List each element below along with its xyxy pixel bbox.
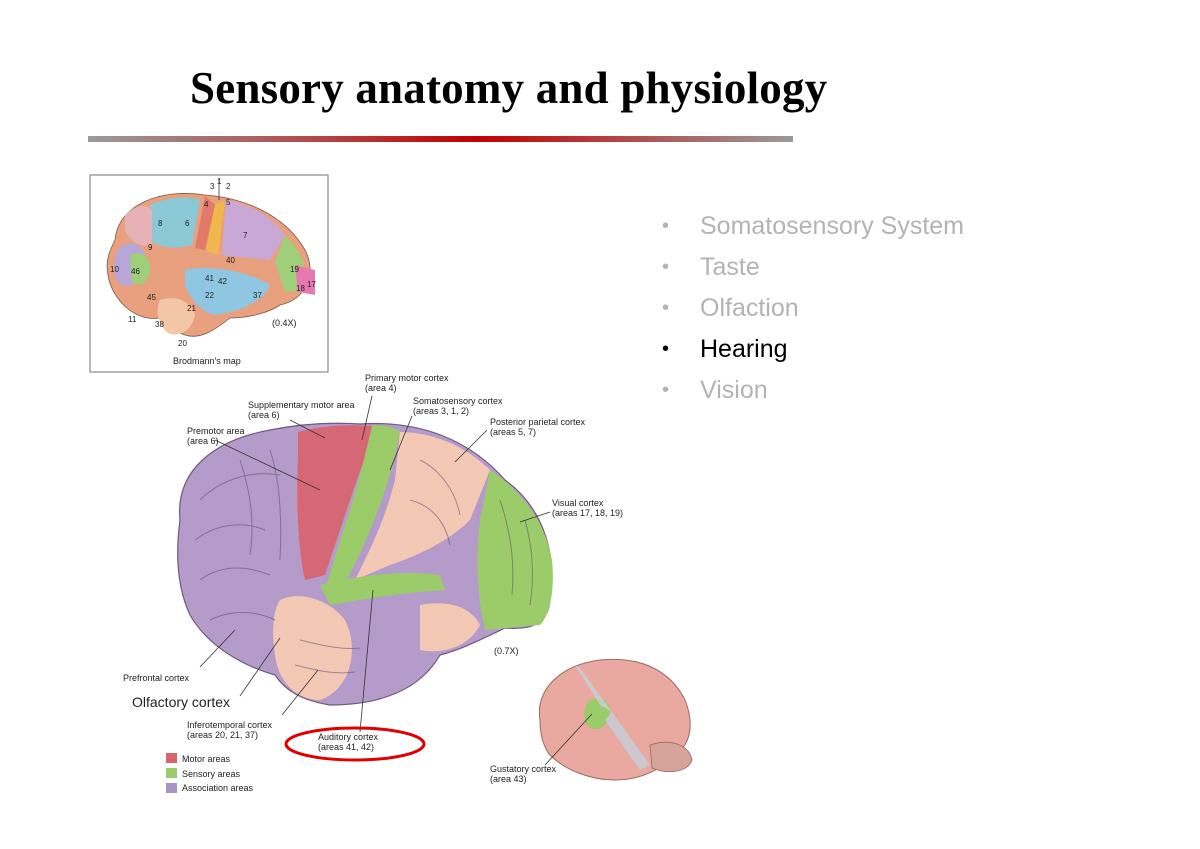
gyri-lines: [194, 449, 533, 674]
motor-area: [297, 425, 372, 580]
area-number: 7: [243, 231, 248, 240]
temporal-area: [420, 603, 480, 652]
area-number: 10: [110, 265, 119, 274]
label-auditory: Auditory cortex: [318, 732, 379, 742]
topic-item-taste: • Taste: [662, 247, 964, 288]
area-number: 40: [226, 256, 235, 265]
area-number: 38: [155, 320, 164, 329]
bullet-icon: •: [662, 215, 670, 237]
label-gustatory-area: (area 43): [490, 774, 527, 784]
area-number: 6: [185, 219, 190, 228]
area-6-8-patch: [150, 197, 200, 248]
label-inferotemporal-areas: (areas 20, 21, 37): [187, 730, 258, 740]
parietal-area: [355, 432, 490, 580]
label-visual: Visual cortex: [552, 498, 604, 508]
bullet-icon: •: [662, 297, 670, 319]
main-brain: (0.7X): [177, 422, 553, 706]
topic-list: •Somatosensory System •Taste •Olfaction …: [662, 206, 964, 411]
area-number: 21: [187, 304, 196, 313]
area-3-1-2-patch: [206, 200, 225, 255]
somatosensory-area: [325, 425, 400, 590]
label-auditory-areas: (areas 41, 42): [318, 742, 374, 752]
bullet-icon: •: [662, 256, 670, 278]
area-number: 11: [128, 315, 137, 324]
inset-magnification: (0.4X): [272, 318, 297, 328]
topic-label: Hearing: [700, 335, 788, 363]
topic-item-vision: • Vision: [662, 370, 964, 411]
legend-label-sensory: Sensory areas: [182, 769, 241, 779]
label-posterior-parietal: Posterior parietal cortex: [490, 417, 586, 427]
topic-item-somatosensory: • Somatosensory System: [662, 206, 964, 247]
area-21-patch: [157, 298, 195, 335]
label-posterior-parietal-areas: (areas 5, 7): [490, 427, 536, 437]
topic-label: Olfaction: [700, 294, 799, 322]
area-number: 37: [253, 291, 262, 300]
title-divider: [88, 136, 793, 142]
bullet-icon: •: [662, 338, 670, 360]
area-17-18-patch: [295, 265, 315, 295]
legend-label-association: Association areas: [182, 783, 254, 793]
area-number: 8: [158, 219, 163, 228]
area-number: 9: [148, 243, 153, 252]
auditory-area: [320, 573, 445, 605]
cerebellum: [649, 741, 693, 773]
area-number: 4: [204, 200, 209, 209]
area-46-patch: [130, 253, 150, 285]
label-somatosensory-areas: (areas 3, 1, 2): [413, 406, 469, 416]
cut-plane: [575, 665, 612, 712]
topic-label: Somatosensory System: [700, 212, 964, 240]
area-5-7-patch: [222, 200, 285, 260]
label-supplementary-motor: Supplementary motor area: [248, 400, 355, 410]
gustatory-brain: [538, 658, 693, 781]
label-somatosensory: Somatosensory cortex: [413, 396, 503, 406]
legend: Motor areas Sensory areas Association ar…: [166, 753, 254, 793]
label-premotor-area: (area 6): [187, 436, 219, 446]
label-gustatory: Gustatory cortex: [490, 764, 557, 774]
inset-caption: Brodmann's map: [173, 356, 241, 366]
brodmann-map-inset: 3 1 2 4 5 6 7 8 9 10 46 40 41 42 22 45 3…: [89, 174, 329, 373]
area-number: 5: [226, 198, 231, 207]
area-number: 41: [205, 274, 214, 283]
legend-label-motor: Motor areas: [182, 754, 231, 764]
area-9-patch: [125, 205, 152, 246]
area-22-37-patch: [185, 268, 270, 315]
label-primary-motor-area: (area 4): [365, 383, 397, 393]
legend-swatch-motor: [166, 753, 177, 763]
visual-area: [477, 470, 553, 630]
topic-label: Vision: [700, 376, 768, 404]
area-number: 42: [218, 277, 227, 286]
slide-title: Sensory anatomy and physiology: [190, 63, 828, 113]
legend-swatch-sensory: [166, 768, 177, 778]
temporal-pole: [273, 596, 352, 700]
label-olfactory: Olfactory cortex: [132, 694, 230, 710]
label-primary-motor: Primary motor cortex: [365, 373, 449, 383]
area-number: 17: [307, 280, 316, 289]
area-number: 22: [205, 291, 214, 300]
auditory-highlight-ellipse: [284, 726, 426, 762]
area-4-patch: [195, 196, 215, 250]
area-number: 20: [178, 339, 187, 348]
label-premotor: Premotor area: [187, 426, 245, 436]
area-number: 19: [290, 265, 299, 274]
area-number: 1: [217, 177, 222, 186]
label-supplementary-motor-area: (area 6): [248, 410, 280, 420]
topic-item-olfaction: • Olfaction: [662, 288, 964, 329]
label-prefrontal: Prefrontal cortex: [123, 673, 190, 683]
topic-item-hearing: • Hearing: [662, 329, 964, 370]
area-number: 45: [147, 293, 156, 302]
label-visual-areas: (areas 17, 18, 19): [552, 508, 623, 518]
legend-swatch-association: [166, 783, 177, 793]
area-number: 46: [131, 267, 140, 276]
area-labels: Primary motor cortex (area 4) Somatosens…: [123, 373, 623, 784]
topic-label: Taste: [700, 253, 760, 281]
area-number: 2: [226, 182, 231, 191]
area-number: 18: [296, 284, 305, 293]
cut-plane-lower: [605, 712, 650, 770]
label-inferotemporal: Inferotemporal cortex: [187, 720, 273, 730]
leader-lines: [199, 395, 593, 766]
bullet-icon: •: [662, 379, 670, 401]
main-magnification: (0.7X): [494, 646, 519, 656]
area-number: 3: [210, 182, 215, 191]
